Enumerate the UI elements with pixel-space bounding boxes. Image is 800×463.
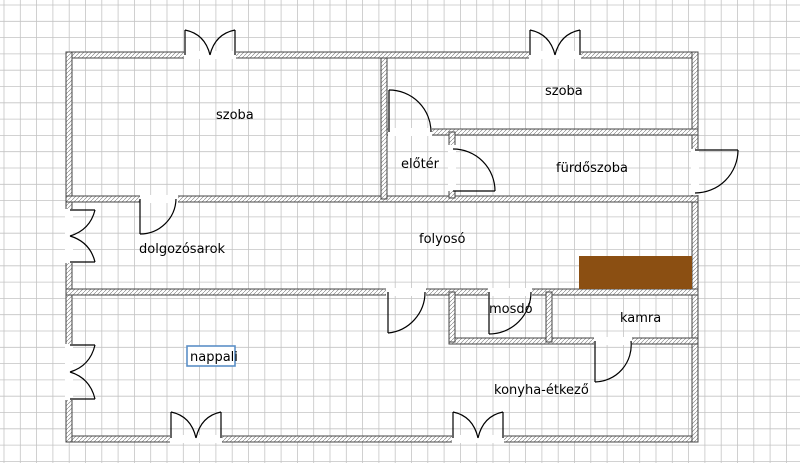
furniture-block[interactable] <box>579 256 692 289</box>
wall-mosdo-left <box>448 291 456 343</box>
room-label-dolgozosarok: dolgozósarok <box>139 242 226 257</box>
window-szoba-left-icon <box>184 29 236 56</box>
wall-mosdo-right <box>545 291 553 343</box>
wall-outer-top <box>65 51 699 59</box>
room-label-kamra: kamra <box>620 311 661 326</box>
door-nappali-icon <box>387 291 426 334</box>
wall-kamra-bottom <box>448 337 699 345</box>
room-label-szoba-left: szoba <box>216 108 254 123</box>
room-label-szoba-right: szoba <box>545 84 583 99</box>
window-szoba-right-icon <box>529 29 581 56</box>
window-konyha-bottom-icon <box>452 411 504 439</box>
room-label-nappali[interactable]: nappali <box>190 350 238 365</box>
room-label-mosdo: mosdó <box>489 302 533 317</box>
window-nappali-left-icon <box>69 344 96 400</box>
door-entrance-icon <box>694 149 739 194</box>
wall-outer-right <box>691 51 699 443</box>
wall-rooms-divider <box>380 57 388 200</box>
door-konyha-icon <box>594 340 632 383</box>
door-eloter-icon <box>388 89 432 133</box>
wall-outer-bottom <box>65 435 699 443</box>
door-furdoszoba-icon <box>452 148 496 192</box>
selected-label-box[interactable] <box>186 345 236 367</box>
window-dolgozosarok-icon <box>69 209 96 263</box>
window-nappali-bottom-icon <box>170 411 222 439</box>
door-dolgozosarok-icon <box>139 198 177 235</box>
wall-corridor-bottom <box>65 288 699 296</box>
walls <box>65 51 699 443</box>
room-label-eloter: előtér <box>401 157 440 172</box>
room-label-furdoszoba: fürdőszoba <box>556 161 628 176</box>
doors <box>139 89 739 383</box>
door-mosdo-icon <box>488 291 532 335</box>
windows <box>69 29 581 439</box>
room-label-folyoso: folyosó <box>419 232 466 247</box>
room-label-konyha-etkezo: konyha-étkező <box>494 383 589 398</box>
